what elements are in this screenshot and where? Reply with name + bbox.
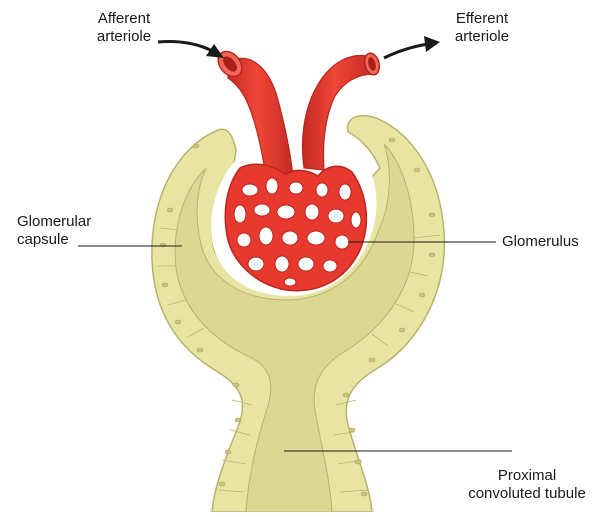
pct-label-line1: Proximal (460, 467, 594, 485)
pct-label-line2: convoluted tubule (460, 485, 594, 503)
glomerulus-label: Glomerulus (502, 233, 592, 251)
afferent-arrow (158, 41, 214, 52)
proximal-convoluted-tubule-label: Proximal convoluted tubule (460, 467, 594, 503)
afferent-label-line2: arteriole (84, 28, 164, 46)
glomerular-capsule-label: Glomerular capsule (17, 213, 117, 249)
afferent-label-line1: Afferent (84, 10, 164, 28)
afferent-arrowhead (206, 44, 224, 58)
capsule-label-line1: Glomerular (17, 213, 117, 231)
efferent-arrowhead (424, 36, 440, 52)
efferent-label-line1: Efferent (442, 10, 522, 28)
efferent-arrow (384, 44, 428, 58)
afferent-arteriole-label: Afferent arteriole (84, 10, 164, 46)
efferent-arteriole (303, 52, 382, 170)
capsule-label-line2: capsule (17, 231, 117, 249)
efferent-label-line2: arteriole (442, 28, 522, 46)
efferent-arteriole-label: Efferent arteriole (442, 10, 522, 46)
